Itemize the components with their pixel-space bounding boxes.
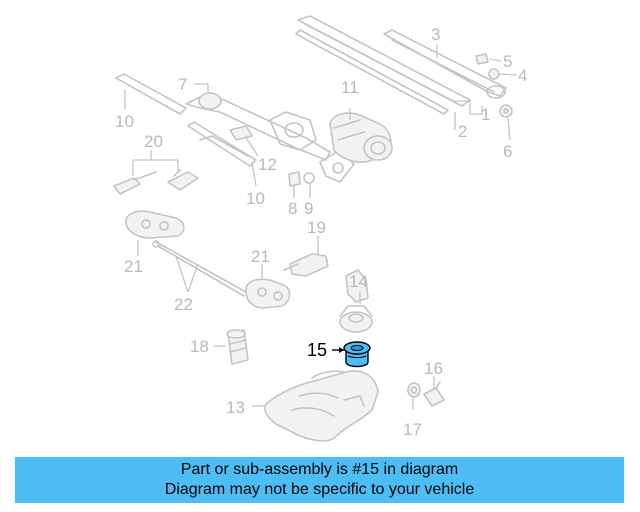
washer-nozzles (113, 169, 199, 195)
callout-label: 13 (226, 398, 245, 417)
washer-pump-18 (226, 329, 249, 365)
washer-reservoir-13 (263, 370, 379, 442)
callout-label: 21 (124, 257, 143, 276)
callout-label: 5 (503, 52, 512, 71)
callout-label: 22 (174, 295, 193, 314)
callout-label: 18 (190, 337, 209, 356)
grommet-17 (407, 382, 421, 398)
wiper-blade-assembly (295, 15, 507, 115)
small-fastener-5 (475, 53, 489, 65)
banner-disclaimer: Diagram may not be specific to your vehi… (164, 481, 475, 498)
pump-seal-14 (339, 269, 373, 333)
callout-label: 14 (349, 272, 368, 291)
callout-label: 10 (246, 189, 265, 208)
bushing-12 (229, 125, 253, 141)
callout-label: 9 (304, 199, 313, 218)
callout-label: 16 (424, 359, 443, 378)
banner-part-note: Part or sub-assembly is #15 in diagram (180, 461, 459, 478)
grommet-8 (288, 171, 301, 187)
highlighted-part-15[interactable] (343, 341, 371, 368)
callout-label: 2 (458, 122, 467, 141)
callout-label: 1 (481, 105, 490, 124)
callout-label: 10 (115, 112, 134, 131)
callout-label: 3 (431, 25, 440, 44)
wiper-linkage (115, 73, 355, 183)
nozzle-mount-21-left (125, 210, 185, 239)
callout-label: 8 (288, 199, 297, 218)
callout-label: 20 (144, 132, 163, 151)
callout-label: 17 (403, 420, 422, 439)
ring-9 (303, 172, 315, 184)
callout-label: 7 (178, 75, 187, 94)
info-banner: Part or sub-assembly is #15 in diagram D… (15, 457, 624, 503)
nozzle-mount-21-right (245, 278, 291, 309)
callout-label: 19 (307, 218, 326, 237)
callout-label: 11 (341, 78, 359, 97)
wiper-motor (329, 112, 393, 163)
callout-label-highlighted[interactable]: 15 (307, 340, 327, 360)
callout-label: 12 (258, 155, 277, 174)
washer-6 (499, 104, 513, 118)
small-nut-4 (488, 68, 500, 80)
callout-label: 4 (518, 66, 527, 85)
callout-label: 21 (251, 247, 270, 266)
level-sensor-16 (423, 381, 445, 407)
callout-label: 6 (503, 142, 512, 161)
washer-hose-22 (152, 240, 247, 297)
nozzle-bracket-19 (283, 253, 329, 277)
